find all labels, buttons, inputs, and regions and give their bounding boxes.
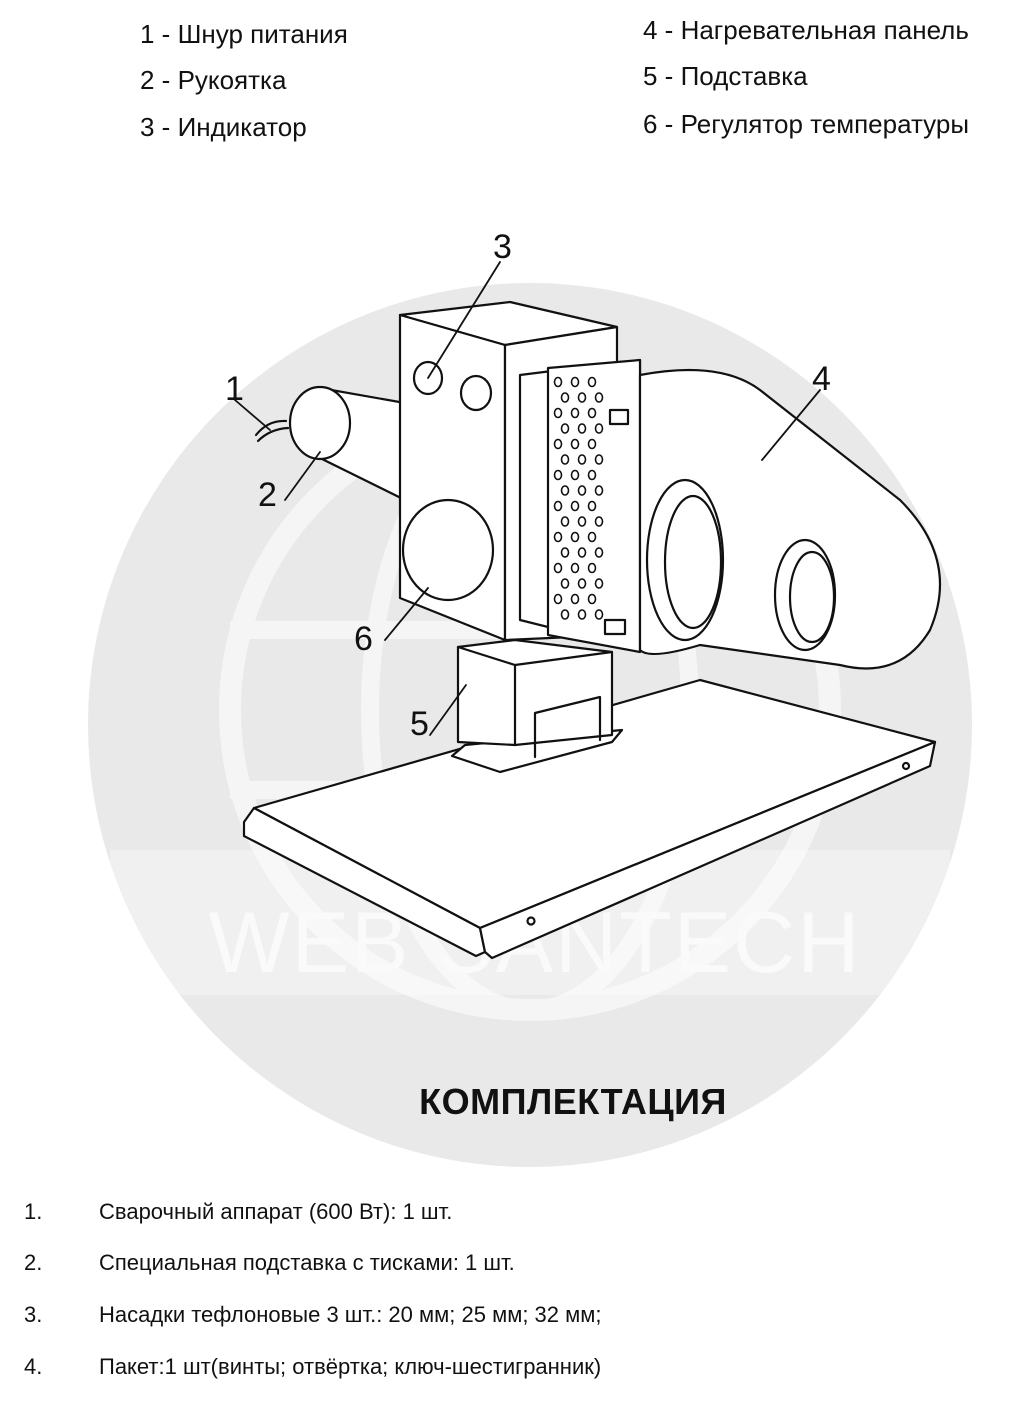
- plate-hole: [553, 469, 563, 481]
- kit-item-number: 1.: [24, 1199, 43, 1224]
- legend-item-power-cord: 1 - Шнур питания: [140, 19, 348, 49]
- plate-hole: [594, 423, 604, 434]
- plate-hole: [594, 547, 604, 558]
- plate-hole: [570, 500, 580, 512]
- plate-hole: [587, 500, 597, 512]
- kit-item-text: Насадки тефлоновые 3 шт.: 20 мм; 25 мм; …: [99, 1302, 602, 1327]
- legend-item-handle: 2 - Рукоятка: [140, 65, 287, 95]
- kit-item-text: Сварочный аппарат (600 Вт): 1 шт.: [99, 1199, 453, 1224]
- plate-hole: [594, 454, 604, 465]
- plate-hole: [577, 578, 587, 589]
- plate-hole: [594, 516, 604, 527]
- stand: [450, 638, 624, 774]
- legend-item-heating-panel: 4 - Нагревательная панель: [643, 15, 969, 45]
- legend-item-indicator: 3 - Индикатор: [140, 112, 307, 142]
- kit-item-number: 4.: [24, 1354, 43, 1379]
- plate-hole: [594, 392, 604, 403]
- plate-hole: [553, 593, 563, 605]
- kit-item-text: Пакет:1 шт(винты; отвёртка; ключ-шестигр…: [99, 1354, 602, 1379]
- plate-hole: [587, 531, 597, 543]
- callout-2: 2: [258, 476, 277, 514]
- plate-hole: [587, 438, 597, 450]
- plate-hole: [560, 485, 570, 496]
- plate-hole: [577, 609, 587, 620]
- callout-4: 4: [812, 360, 831, 398]
- plate-hole: [577, 547, 587, 558]
- kit-title: КОМПЛЕКТАЦИЯ: [419, 1081, 727, 1122]
- callout-6: 6: [354, 620, 373, 658]
- plate-hole: [570, 469, 580, 481]
- plate-hole: [553, 500, 563, 512]
- legend-item-stand: 5 - Подставка: [643, 61, 808, 91]
- kit-item-number: 2.: [24, 1250, 43, 1275]
- plate-hole: [570, 593, 580, 605]
- plate-hole: [587, 562, 597, 574]
- plate-hole: [560, 547, 570, 558]
- callout-1: 1: [225, 370, 244, 408]
- plate-hole: [560, 392, 570, 403]
- kit-item-text: Специальная подставка с тисками: 1 шт.: [99, 1250, 515, 1275]
- plate-hole: [570, 407, 580, 419]
- plate-hole: [577, 516, 587, 527]
- plate-hole: [587, 407, 597, 419]
- callout-5: 5: [410, 705, 429, 743]
- plate-hole: [560, 423, 570, 434]
- plate-hole: [560, 578, 570, 589]
- plate-hole: [553, 407, 563, 419]
- plate-hole: [587, 593, 597, 605]
- plate-hole: [553, 531, 563, 543]
- plate-hole: [560, 609, 570, 620]
- plate-hole: [577, 485, 587, 496]
- plate-hole: [570, 531, 580, 543]
- kit-item-number: 3.: [24, 1302, 43, 1327]
- plate-hole: [577, 454, 587, 465]
- plate-hole: [570, 438, 580, 450]
- leader-lines: [234, 261, 821, 736]
- plate-hole: [594, 578, 604, 589]
- plate-hole: [577, 392, 587, 403]
- plate-hole: [560, 516, 570, 527]
- plate-hole: [587, 469, 597, 481]
- plate-hole: [570, 376, 580, 388]
- plate-hole: [594, 609, 604, 620]
- plate-hole: [587, 376, 597, 388]
- plate-hole: [560, 454, 570, 465]
- plate-hole: [553, 562, 563, 574]
- plate-hole: [594, 485, 604, 496]
- callout-3: 3: [493, 228, 512, 266]
- heating-plate: [518, 358, 642, 654]
- plate-hole: [553, 438, 563, 450]
- base-plate: [242, 678, 937, 960]
- plate-hole: [553, 376, 563, 388]
- handle: [254, 385, 407, 502]
- heating-panel-arm: [638, 368, 942, 670]
- legend-item-temperature-regulator: 6 - Регулятор температуры: [643, 109, 970, 139]
- plate-hole: [570, 562, 580, 574]
- plate-hole: [577, 423, 587, 434]
